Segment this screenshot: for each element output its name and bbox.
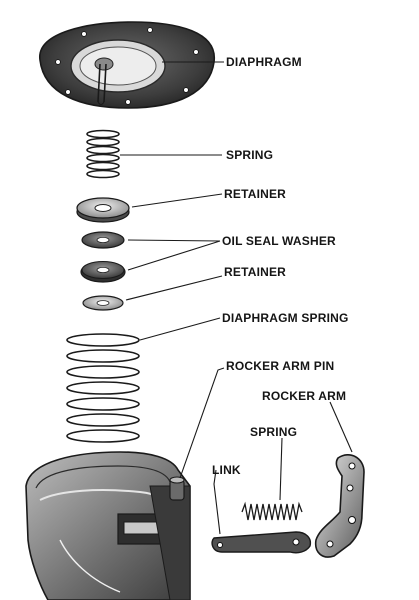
diaphragm-part	[39, 21, 215, 109]
retainer-top-part	[76, 197, 130, 223]
label-diaphragm-spring: DIAPHRAGM SPRING	[222, 311, 349, 325]
label-spring-small: SPRING	[250, 425, 297, 439]
spring-part	[86, 129, 120, 179]
label-diaphragm: DIAPHRAGM	[226, 55, 302, 69]
retainer-bottom-part	[82, 295, 124, 311]
label-retainer-top: RETAINER	[224, 187, 286, 201]
leader-diaphragm-spring	[139, 317, 221, 341]
pump-body-part	[25, 451, 191, 600]
label-retainer-bottom: RETAINER	[224, 265, 286, 279]
oil-seal-washer-upper	[81, 231, 125, 249]
leader-retainer-top	[131, 193, 223, 208]
leader-spring-small	[279, 437, 283, 501]
oil-seal-washer-lower	[80, 261, 126, 283]
leader-link	[213, 469, 221, 535]
leader-oil-seal-washer	[127, 239, 221, 271]
rocker-arm-part	[314, 454, 365, 558]
link-part	[211, 531, 312, 554]
small-spring-part	[241, 501, 303, 521]
diaphragm-spring-part	[66, 333, 140, 443]
label-rocker-arm: ROCKER ARM	[262, 389, 346, 403]
label-rocker-arm-pin: ROCKER ARM PIN	[226, 359, 334, 373]
label-spring-top: SPRING	[226, 148, 273, 162]
label-link: LINK	[212, 463, 241, 477]
label-oil-seal-washer: OIL SEAL WASHER	[222, 234, 336, 248]
leader-retainer-bottom	[125, 275, 223, 301]
leader-rocker-arm	[329, 401, 353, 453]
leader-rocker-arm-pin	[179, 367, 225, 479]
